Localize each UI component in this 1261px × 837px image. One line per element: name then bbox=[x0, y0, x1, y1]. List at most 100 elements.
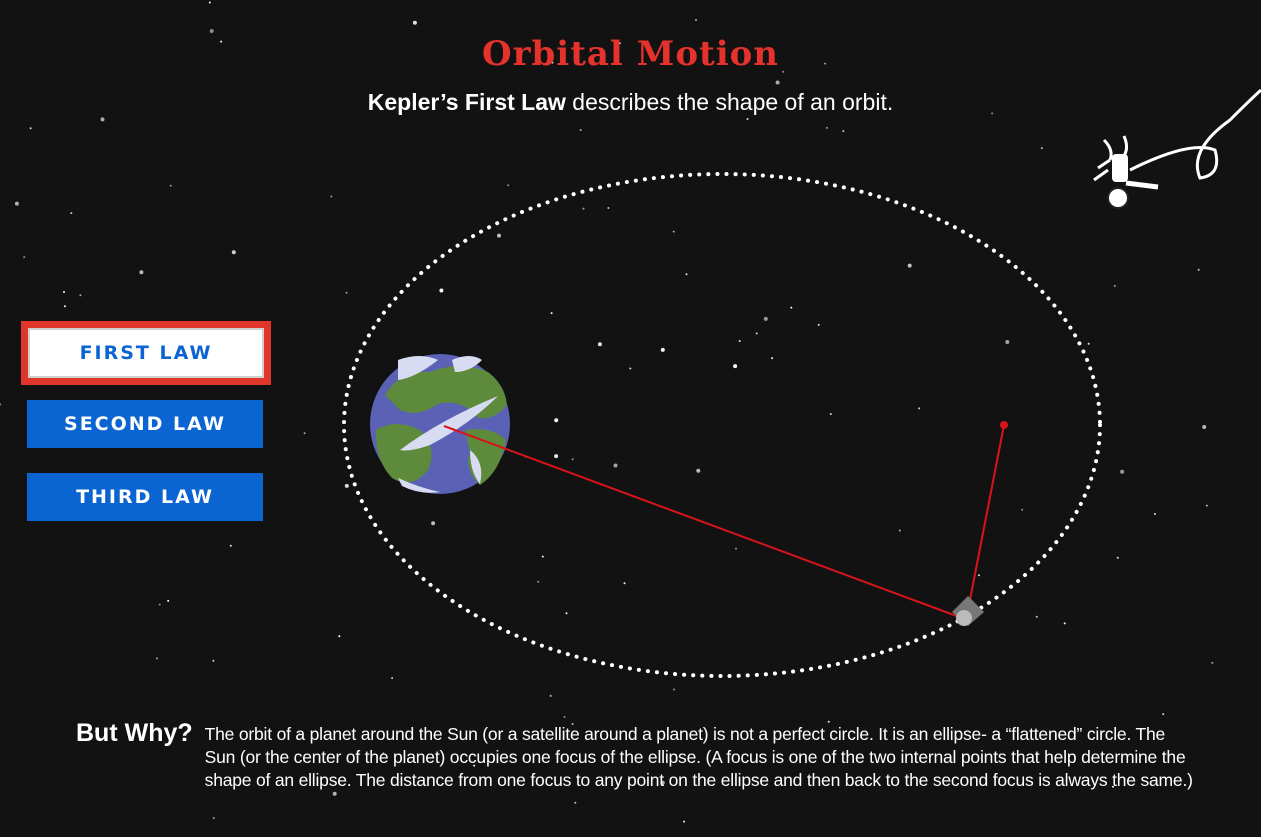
star bbox=[550, 312, 553, 315]
star bbox=[208, 1, 211, 4]
star bbox=[613, 463, 618, 468]
star bbox=[330, 195, 333, 198]
star bbox=[537, 580, 540, 583]
star bbox=[139, 270, 144, 275]
star bbox=[344, 483, 349, 488]
star bbox=[683, 820, 686, 823]
star bbox=[738, 340, 741, 342]
star bbox=[332, 791, 337, 796]
star bbox=[1205, 504, 1208, 507]
satellite-icon bbox=[952, 596, 984, 626]
star bbox=[167, 599, 170, 602]
star bbox=[1063, 622, 1066, 625]
star bbox=[345, 291, 348, 294]
star bbox=[1087, 342, 1090, 345]
star bbox=[0, 403, 2, 406]
subtitle-law-name: Kepler’s First Law bbox=[367, 89, 566, 115]
star bbox=[507, 184, 510, 187]
second-focus-point bbox=[1000, 421, 1008, 429]
star bbox=[824, 62, 827, 65]
star bbox=[541, 555, 544, 558]
star bbox=[696, 468, 701, 473]
star bbox=[597, 342, 602, 347]
star bbox=[298, 732, 301, 735]
star bbox=[672, 230, 675, 233]
star bbox=[695, 19, 697, 21]
star bbox=[918, 407, 921, 410]
star bbox=[1021, 508, 1024, 511]
star bbox=[1211, 661, 1214, 664]
second-law-button[interactable]: SECOND LAW bbox=[27, 400, 263, 448]
star bbox=[1202, 425, 1207, 429]
star bbox=[63, 305, 66, 308]
star bbox=[607, 207, 610, 209]
star bbox=[991, 112, 994, 115]
star bbox=[229, 544, 232, 547]
star bbox=[619, 42, 621, 45]
star bbox=[755, 332, 758, 335]
star bbox=[1120, 469, 1125, 474]
star bbox=[571, 458, 574, 461]
star bbox=[391, 677, 394, 680]
star bbox=[1197, 268, 1200, 271]
star bbox=[571, 723, 574, 725]
star bbox=[1162, 713, 1165, 716]
star bbox=[673, 688, 676, 691]
star bbox=[827, 720, 830, 723]
star bbox=[549, 694, 552, 697]
star bbox=[169, 184, 172, 187]
star bbox=[1116, 556, 1119, 559]
star bbox=[978, 574, 980, 577]
star bbox=[231, 250, 236, 255]
earth-planet-icon bbox=[370, 354, 510, 494]
focus-line-empty bbox=[967, 424, 1005, 611]
astronaut-icon bbox=[1093, 88, 1261, 209]
star bbox=[825, 126, 828, 129]
explanation-panel: But Why? The orbit of a planet around th… bbox=[76, 717, 1196, 792]
star bbox=[412, 20, 417, 25]
star bbox=[660, 780, 665, 785]
star bbox=[563, 716, 566, 718]
star bbox=[1113, 284, 1116, 287]
star bbox=[842, 130, 845, 133]
star bbox=[212, 659, 215, 662]
star bbox=[746, 118, 749, 120]
star bbox=[660, 347, 665, 352]
star bbox=[565, 612, 568, 615]
star bbox=[382, 752, 385, 755]
star bbox=[94, 729, 99, 734]
third-law-button[interactable]: THIRD LAW bbox=[27, 473, 263, 521]
star bbox=[763, 316, 768, 321]
star bbox=[829, 413, 832, 415]
orbit-ellipse bbox=[342, 172, 1102, 678]
star bbox=[782, 70, 785, 73]
star bbox=[554, 418, 559, 423]
star bbox=[898, 529, 901, 532]
star bbox=[771, 357, 774, 360]
star bbox=[775, 80, 780, 85]
star bbox=[1005, 340, 1010, 344]
star bbox=[431, 521, 436, 526]
subtitle-description: describes the shape of an orbit. bbox=[565, 89, 894, 115]
star bbox=[303, 432, 306, 435]
star bbox=[817, 323, 820, 326]
star bbox=[579, 129, 582, 131]
star bbox=[29, 127, 32, 130]
star bbox=[156, 657, 158, 660]
star bbox=[158, 603, 161, 606]
page-subtitle: Kepler’s First Law describes the shape o… bbox=[0, 89, 1261, 116]
star bbox=[63, 291, 65, 293]
star bbox=[551, 61, 554, 64]
star bbox=[220, 40, 223, 43]
first-law-button[interactable]: FIRST LAW bbox=[21, 321, 271, 385]
star bbox=[574, 801, 577, 804]
star bbox=[629, 367, 632, 370]
star bbox=[473, 764, 476, 767]
star bbox=[735, 547, 737, 550]
star bbox=[1035, 615, 1038, 618]
star bbox=[439, 288, 444, 293]
explanation-label: But Why? bbox=[76, 719, 193, 747]
focus-line-planet bbox=[443, 425, 963, 619]
star bbox=[338, 635, 341, 638]
